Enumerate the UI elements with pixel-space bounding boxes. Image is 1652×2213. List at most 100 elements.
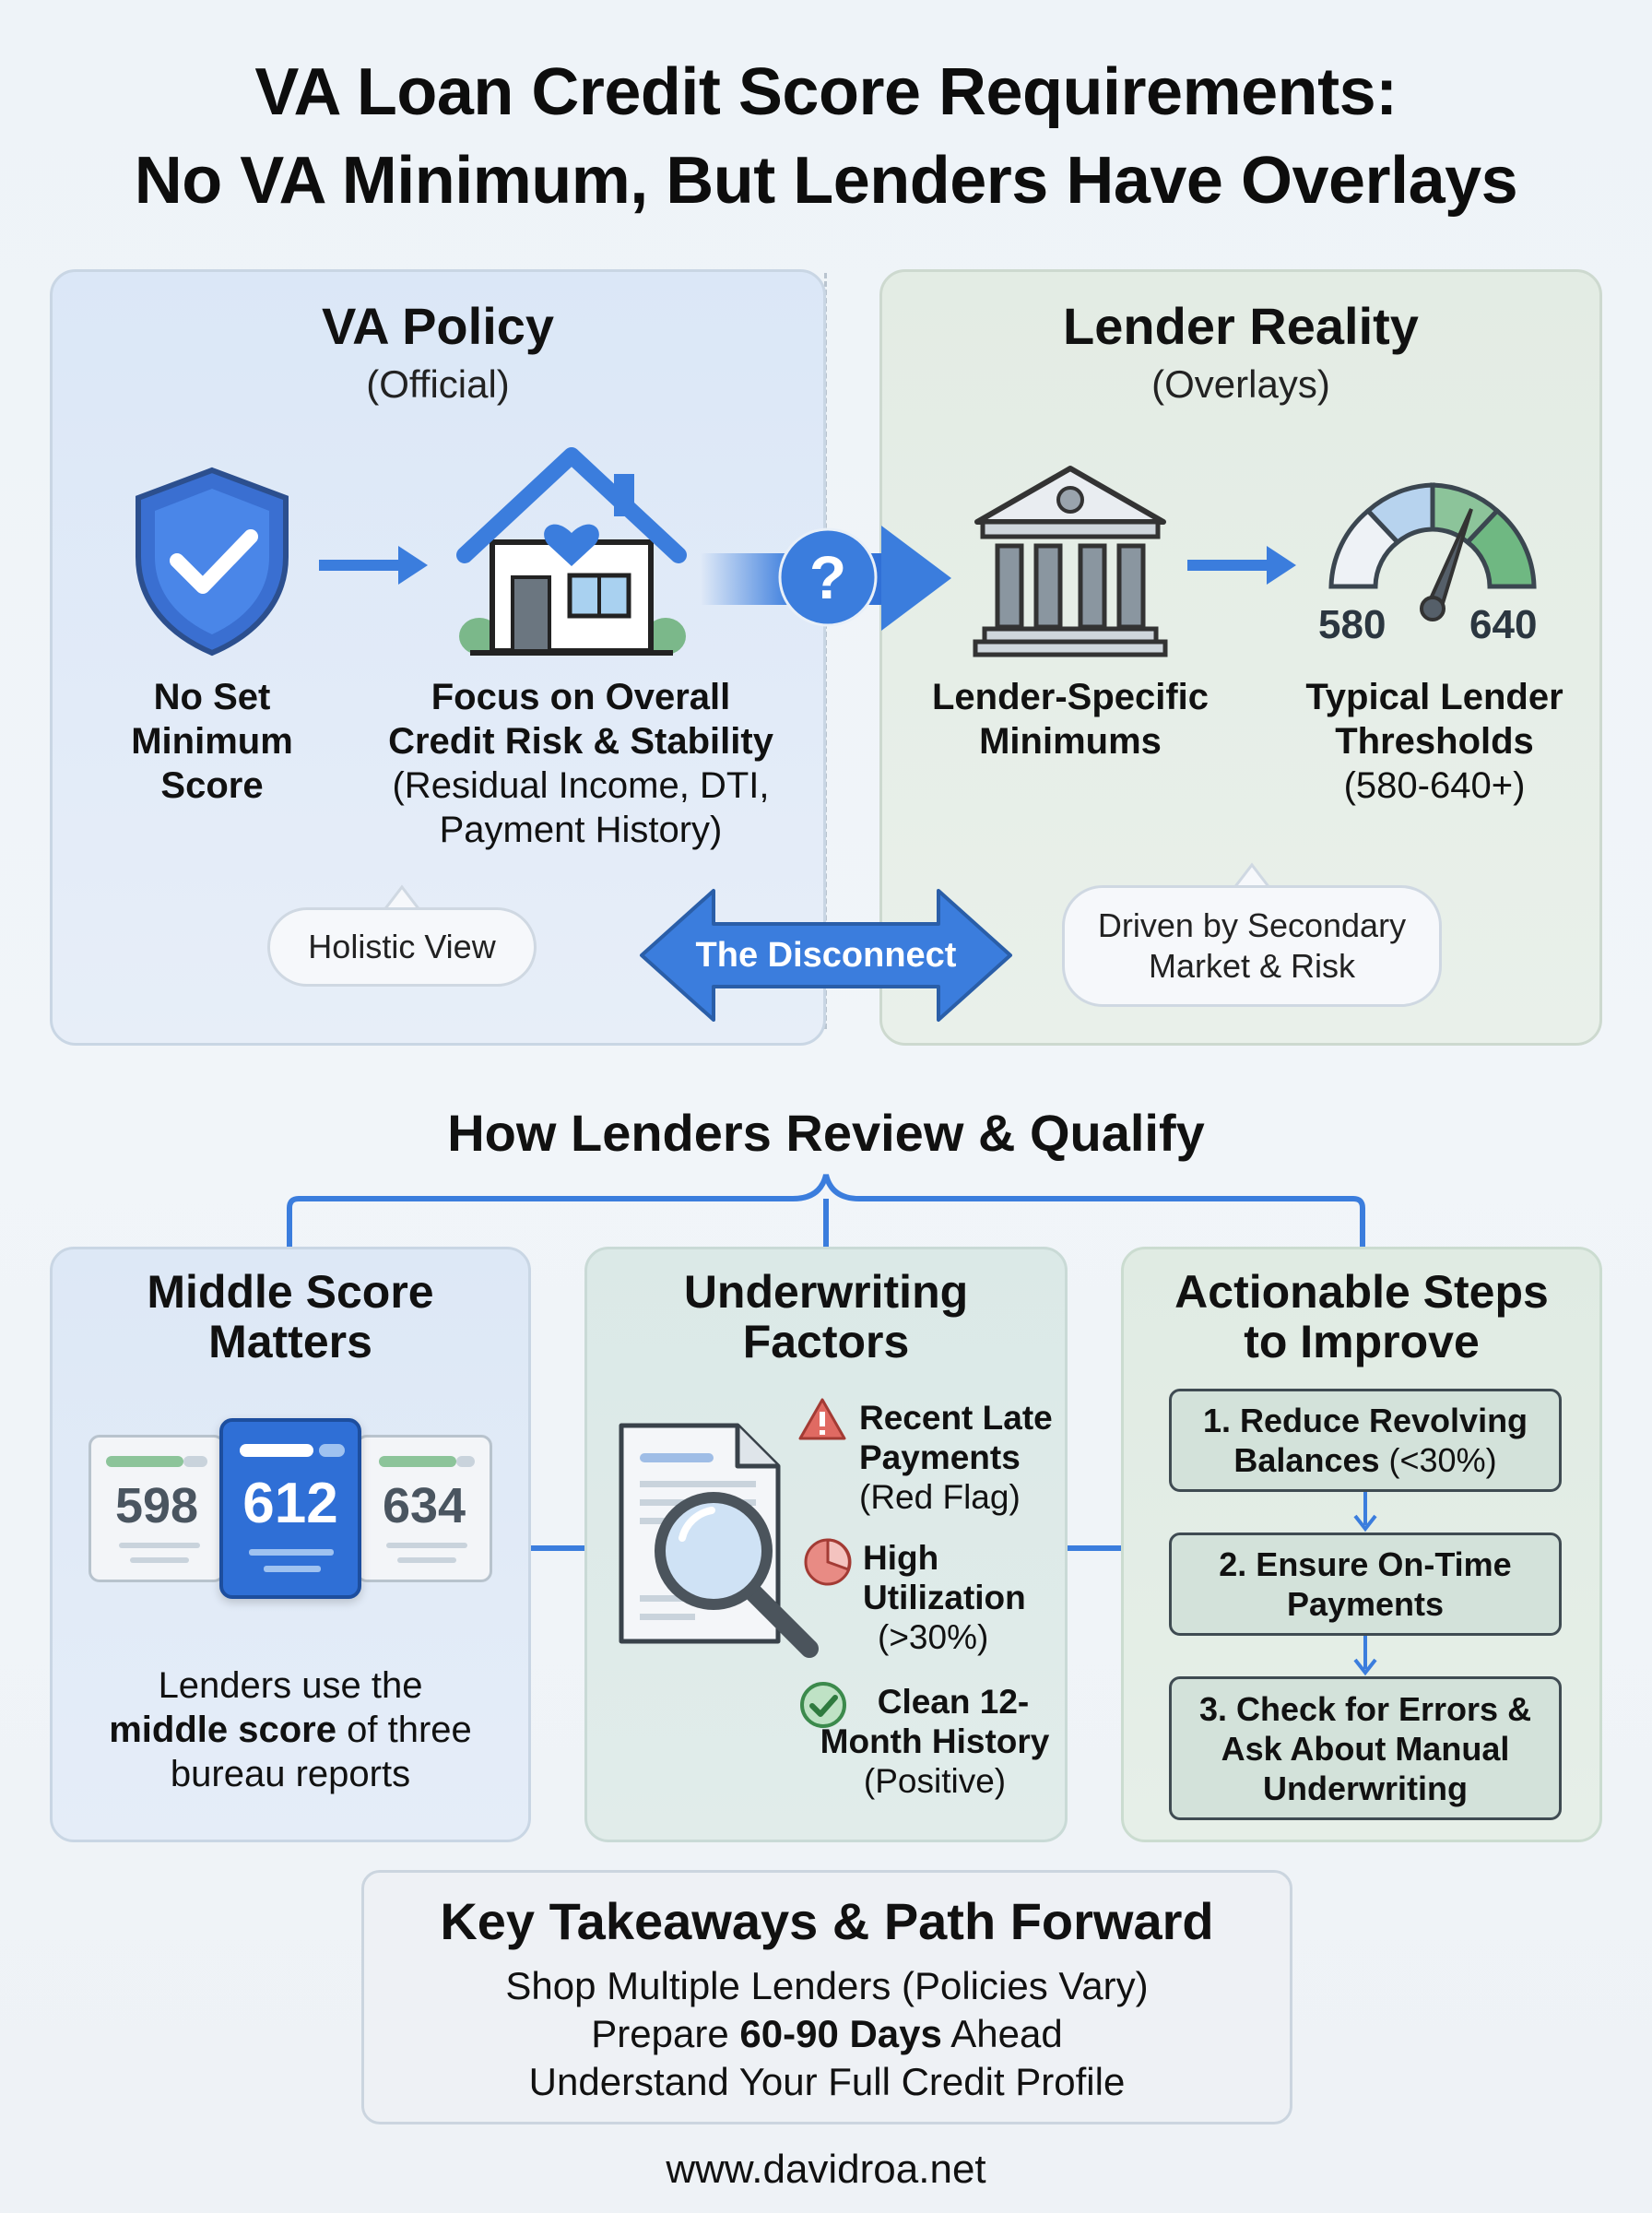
va-policy-title: VA Policy	[321, 297, 555, 355]
step3-line-2: Ask About Manual	[1221, 1729, 1510, 1768]
warning-triangle-icon	[798, 1398, 846, 1440]
f2-line-1: High	[863, 1539, 939, 1577]
underwriting-title: Underwriting Factors	[584, 1267, 1068, 1367]
lender-minimums-label: Lender-Specific Minimums	[913, 675, 1228, 763]
steps-title-2: to Improve	[1244, 1316, 1480, 1367]
factor-clean-history: Clean 12- Month History (Positive)	[815, 1682, 1055, 1801]
step1-line-2: Balances	[1233, 1441, 1380, 1479]
bubble-pointer-2	[1232, 862, 1272, 889]
step-3-check-errors: 3. Check for Errors & Ask About Manual U…	[1169, 1676, 1562, 1820]
key-takeaways-box	[361, 1870, 1292, 2124]
under-title-2: Factors	[742, 1316, 910, 1367]
score-612: 612	[242, 1472, 338, 1535]
middle-desc-1: Lenders use the	[158, 1665, 423, 1706]
middle-score-description: Lenders use the middle score of three bu…	[50, 1663, 531, 1796]
focus-detail-1: (Residual Income, DTI,	[392, 765, 770, 806]
minimums-line-1: Lender-Specific	[931, 677, 1210, 717]
step-arrow-down-2	[1353, 1636, 1377, 1676]
f2-line-2: Utilization	[863, 1579, 1026, 1616]
driven-line-2: Market & Risk	[1148, 947, 1356, 985]
step2-line-2: Payments	[1286, 1585, 1445, 1623]
title-line-1: VA Loan Credit Score Requirements:	[254, 55, 1398, 129]
takeaways-title: Key Takeaways & Path Forward	[440, 1892, 1214, 1950]
va-policy-subtitle: (Official)	[366, 362, 510, 406]
step-arrow-down-1	[1353, 1492, 1377, 1533]
factor-late-payments: Recent Late Payments (Red Flag)	[859, 1398, 1062, 1517]
holistic-view-bubble: Holistic View	[267, 907, 537, 987]
gauge-high-label: 640	[1469, 602, 1538, 647]
step1-line-1: 1. Reduce Revolving	[1202, 1402, 1528, 1439]
middle-score-title: Middle Score Matters	[50, 1267, 531, 1367]
f1-note: (Red Flag)	[859, 1478, 1021, 1516]
takeaway-prepare-bold: 60-90 Days	[739, 2012, 942, 2055]
driven-by-market-bubble: Driven by Secondary Market & Risk	[1062, 885, 1442, 1007]
shield-check-icon	[136, 467, 289, 657]
house-heart-icon	[456, 447, 687, 656]
footer-url[interactable]: www.davidroa.net	[666, 2147, 986, 2192]
step-1-reduce-balances: 1. Reduce Revolving Balances (<30%)	[1169, 1389, 1562, 1492]
middle-desc-3: bureau reports	[170, 1754, 411, 1794]
f1-line-2: Payments	[859, 1438, 1021, 1476]
thresholds-range: (580-640+)	[1343, 765, 1526, 806]
factor-high-utilization: High Utilization (>30%)	[863, 1538, 1066, 1657]
under-title-1: Underwriting	[683, 1266, 969, 1318]
no-min-line-1: No Set	[153, 677, 271, 717]
steps-title: Actionable Steps to Improve	[1121, 1267, 1602, 1367]
disconnect-double-arrow	[640, 889, 1012, 1022]
score-598: 598	[114, 1478, 199, 1533]
typical-thresholds-label: Typical Lender Thresholds (580-640+)	[1265, 675, 1604, 808]
focus-line-2: Credit Risk & Stability	[388, 721, 773, 762]
lender-reality-subtitle: (Overlays)	[1151, 362, 1330, 406]
no-min-line-2: Minimum	[131, 721, 293, 762]
link-line-1	[531, 1545, 584, 1551]
middle-desc-2: of three	[336, 1710, 472, 1750]
arrow-right-icon	[319, 546, 428, 585]
middle-title-1: Middle Score	[147, 1266, 434, 1318]
link-line-2	[1068, 1545, 1121, 1551]
no-set-minimum-label: No Set Minimum Score	[101, 675, 323, 808]
thresholds-line-1: Typical Lender	[1305, 677, 1564, 717]
focus-credit-risk-label: Focus on Overall Credit Risk & Stability…	[360, 675, 802, 852]
document-search-icon	[619, 1423, 819, 1658]
steps-title-1: Actionable Steps	[1174, 1266, 1549, 1318]
bracket-connector	[287, 1174, 1365, 1254]
title-line-2: No VA Minimum, But Lenders Have Overlays	[134, 144, 1518, 218]
bank-building-icon	[973, 466, 1168, 657]
score-card-left: 598	[88, 1435, 225, 1582]
f3-note: (Positive)	[863, 1762, 1007, 1800]
question-arrow-icon	[701, 526, 951, 631]
no-min-line-3: Score	[160, 765, 264, 806]
driven-line-1: Driven by Secondary	[1097, 906, 1407, 944]
takeaway-shop-lenders: Shop Multiple Lenders (Policies Vary)	[505, 1964, 1149, 2007]
score-card-right: 634	[356, 1435, 492, 1582]
review-heading: How Lenders Review & Qualify	[447, 1104, 1205, 1162]
middle-title-2: Matters	[208, 1316, 372, 1367]
focus-line-1: Focus on Overall	[431, 677, 731, 717]
f1-line-1: Recent Late	[859, 1399, 1053, 1437]
score-card-middle: 612	[219, 1418, 361, 1599]
score-634: 634	[382, 1478, 466, 1533]
takeaway-understand: Understand Your Full Credit Profile	[528, 2060, 1126, 2103]
f3-line-1: Clean 12-	[877, 1683, 1030, 1721]
step3-line-1: 3. Check for Errors &	[1198, 1689, 1532, 1728]
lender-reality-title: Lender Reality	[1063, 297, 1419, 355]
pie-chart-icon	[804, 1538, 852, 1586]
credit-gauge-icon	[1328, 482, 1537, 621]
disconnect-label: The Disconnect	[695, 936, 957, 975]
step3-line-3: Underwriting	[1263, 1769, 1468, 1807]
middle-desc-bold: middle score	[109, 1710, 336, 1750]
page-title: VA Loan Credit Score Requirements: No VA…	[0, 48, 1652, 225]
step-2-on-time-payments: 2. Ensure On-Time Payments	[1169, 1533, 1562, 1636]
step2-line-1: 2. Ensure On-Time	[1219, 1545, 1512, 1583]
minimums-line-2: Minimums	[979, 721, 1162, 762]
question-mark: ?	[808, 543, 847, 611]
step1-note: (<30%)	[1379, 1441, 1497, 1479]
gauge-low-label: 580	[1318, 602, 1386, 647]
f3-line-2: Month History	[820, 1722, 1050, 1760]
f2-note: (>30%)	[878, 1618, 989, 1656]
check-circle-icon	[800, 1682, 846, 1728]
takeaway-prepare: Prepare 60-90 Days Ahead	[361, 2010, 1292, 2058]
takeaway-prepare-b: Ahead	[941, 2012, 1063, 2055]
focus-detail-2: Payment History)	[439, 810, 723, 850]
bubble-pointer	[382, 884, 422, 911]
